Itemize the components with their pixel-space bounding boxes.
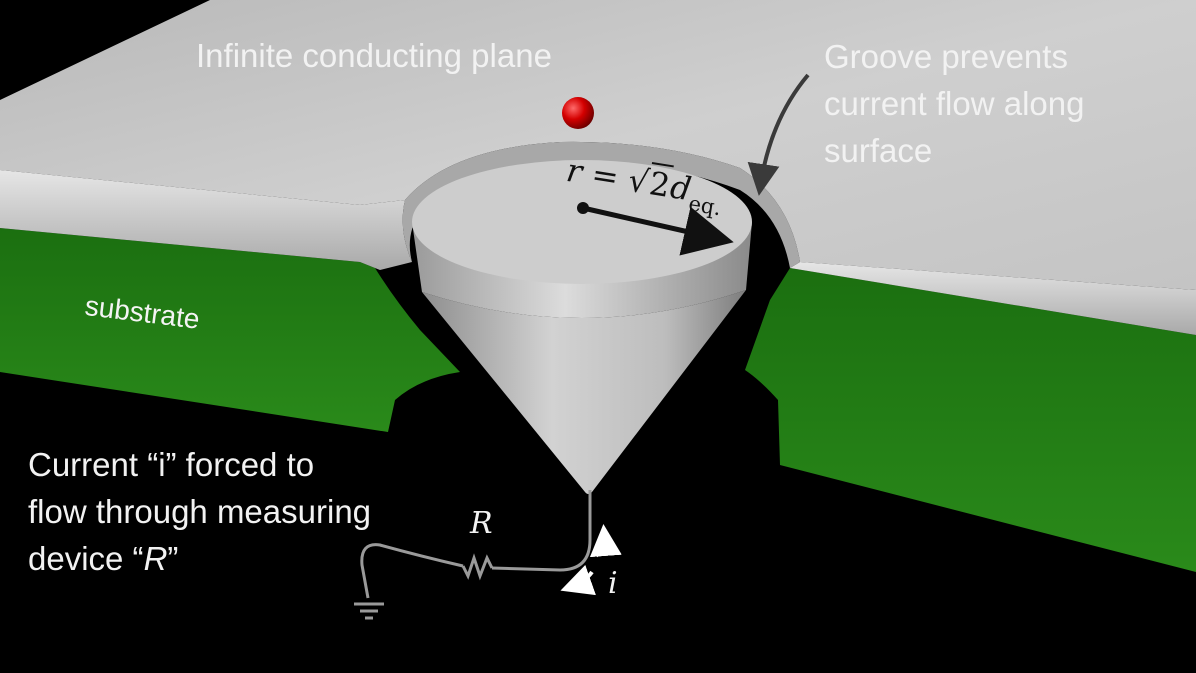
formula-subscript: eq. [686, 191, 723, 221]
current-arrow-down [560, 564, 596, 596]
groove-note: Groove prevents current flow along surfa… [824, 33, 1084, 174]
probe-cone [422, 290, 746, 494]
ground-icon [354, 602, 384, 620]
resistor-label: R [470, 506, 493, 541]
wire-to-ground [360, 543, 464, 599]
conducting-plane-edge-right [790, 262, 1196, 335]
current-note-prefix: device “ [28, 540, 144, 577]
groove-note-line: Groove prevents [824, 38, 1068, 75]
groove-wall [402, 141, 800, 268]
current-note-line: flow through measuring [28, 493, 372, 530]
conducting-plane-edge-left [0, 170, 412, 270]
plane-title: Infinite conducting plane [196, 37, 552, 74]
formula-lhs: r = [563, 150, 632, 199]
resistor-symbol [461, 553, 494, 581]
substrate-left [0, 228, 460, 432]
probe-disk-top [412, 160, 752, 284]
current-note: Current “i” forced to flow through measu… [28, 441, 371, 582]
wire [491, 490, 592, 572]
current-arrow-up [589, 524, 622, 558]
current-note-line: Current “i” forced to [28, 446, 315, 483]
radius-arrow [582, 205, 734, 256]
current-note-line: device “R” [28, 535, 371, 582]
substrate-right [745, 268, 1196, 572]
conducting-plane-top [0, 0, 1196, 290]
current-label: i [608, 566, 618, 601]
current-note-suffix: ” [167, 540, 179, 577]
groove-note-line: current flow along [824, 85, 1085, 122]
groove-note-line: surface [824, 132, 933, 169]
red-charge-ball [562, 97, 594, 129]
groove-pointer-arrow [747, 73, 810, 196]
current-note-var: R [143, 540, 168, 577]
